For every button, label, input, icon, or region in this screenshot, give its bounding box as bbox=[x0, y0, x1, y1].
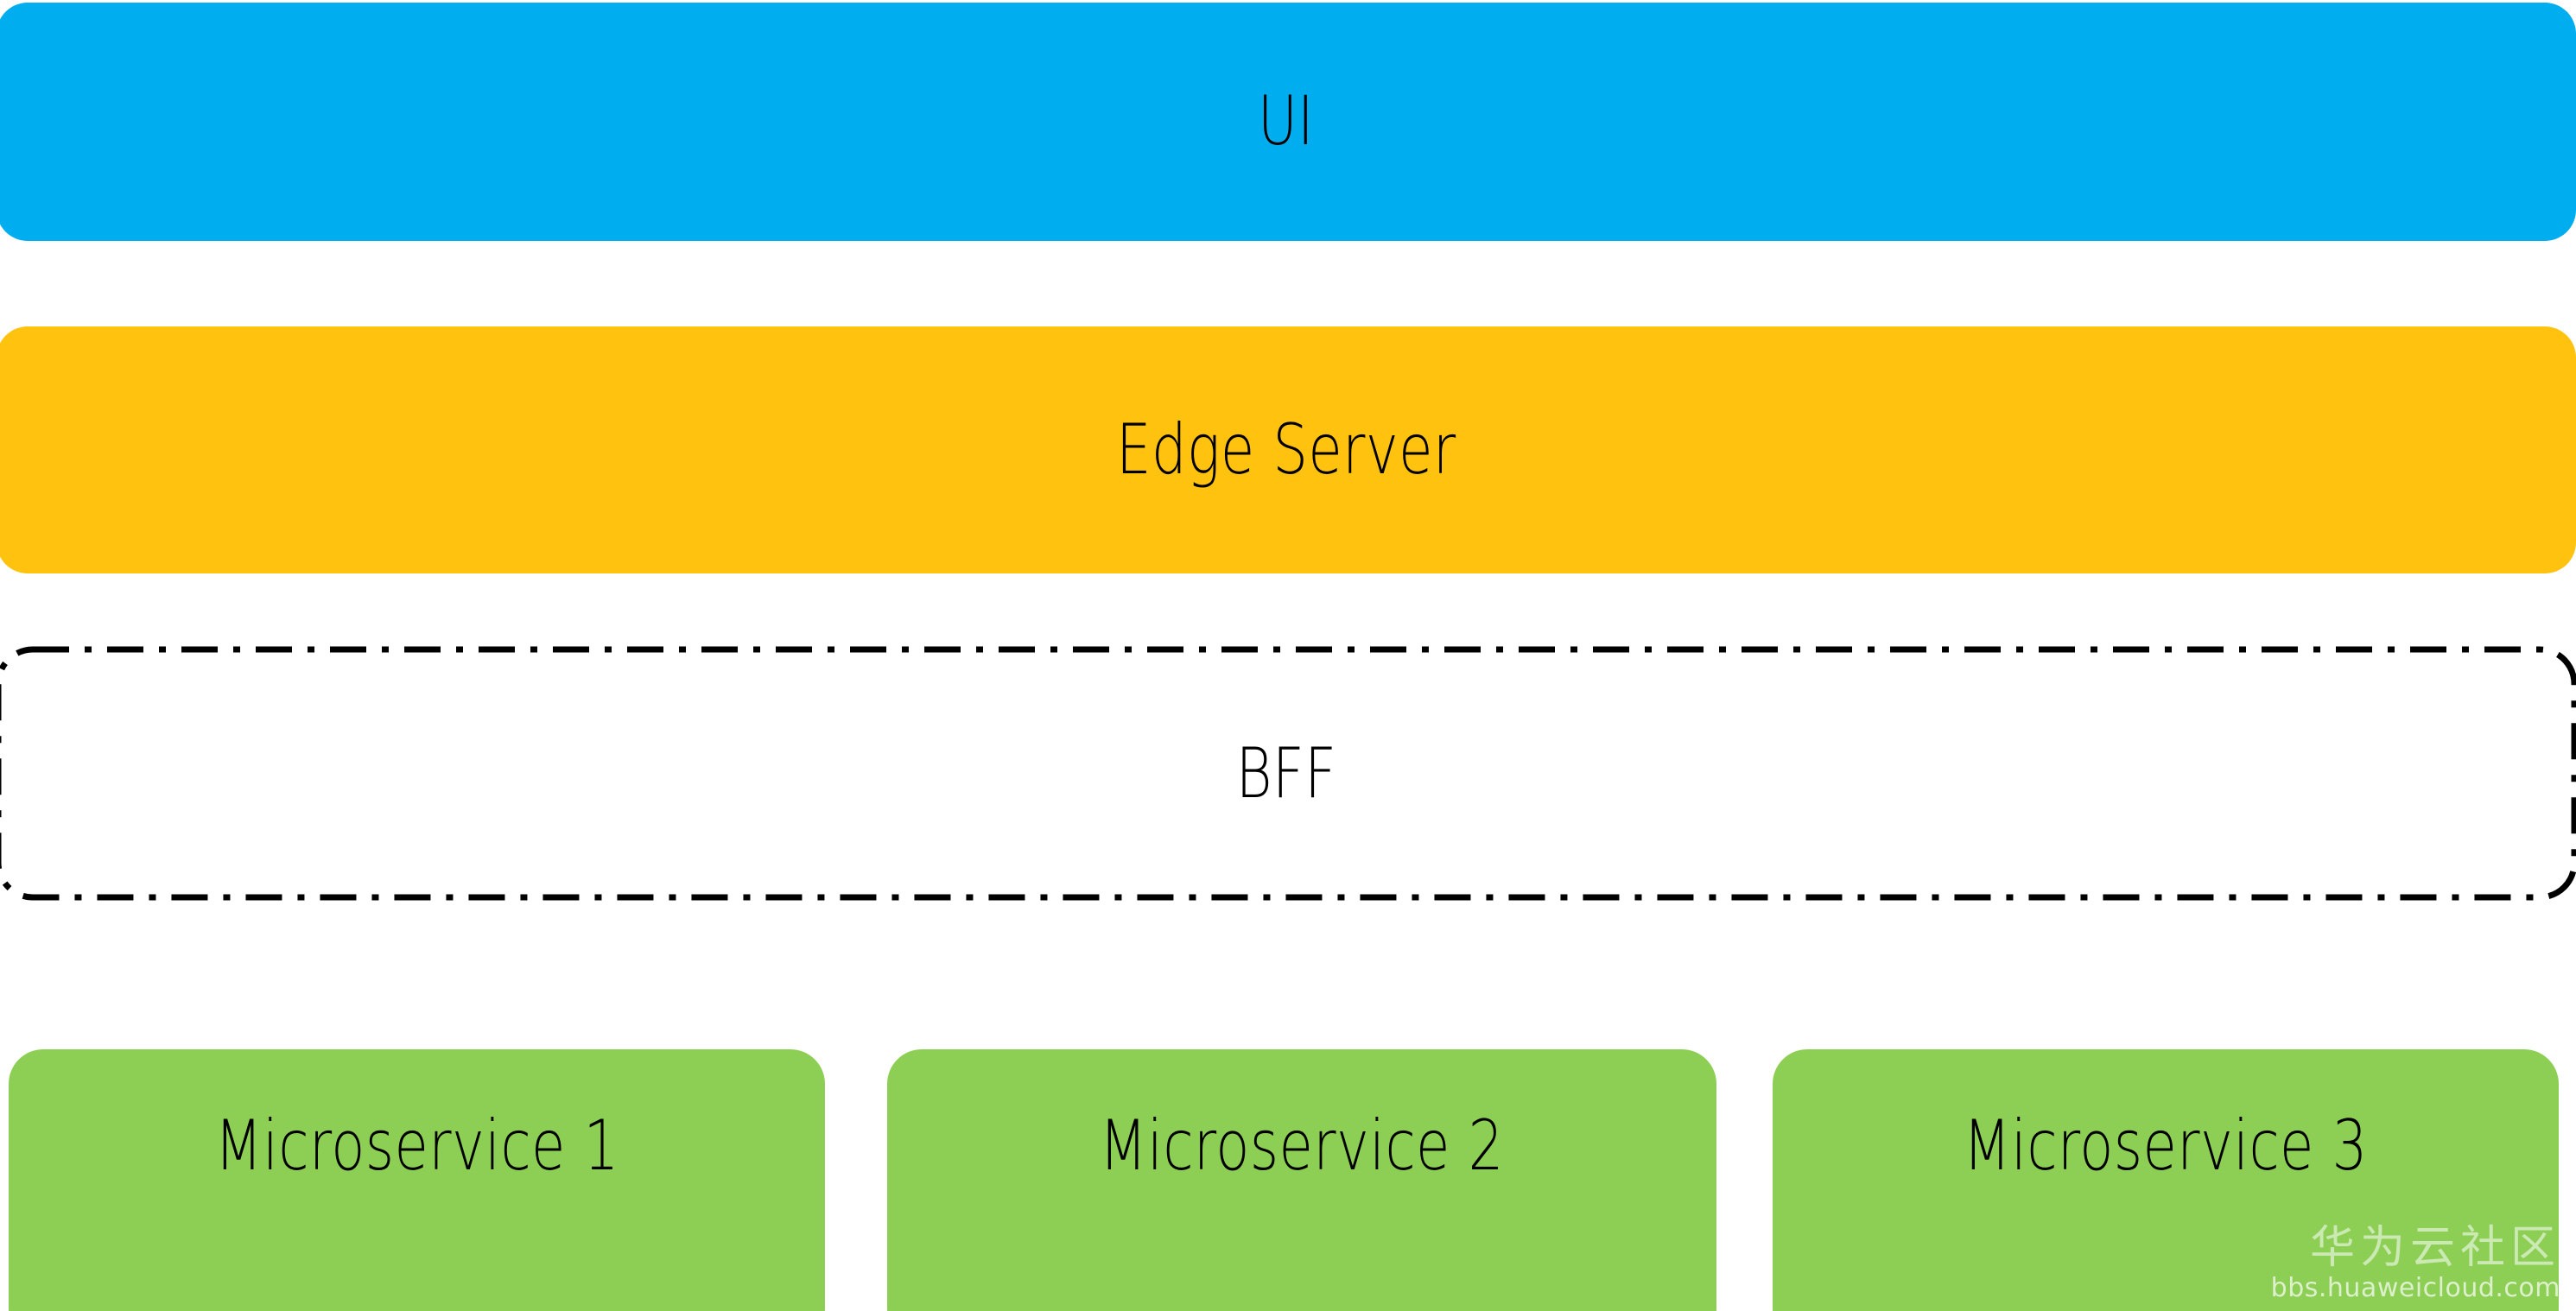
microservice-box-2: Microservice 2 bbox=[887, 1049, 1716, 1311]
microservice-label-1: Microservice 1 bbox=[214, 1105, 619, 1186]
microservice-box-1: Microservice 1 bbox=[9, 1049, 825, 1311]
edge-server-layer-label: Edge Server bbox=[1116, 409, 1456, 490]
microservice-row: Microservice 1 Microservice 2 Microservi… bbox=[0, 1049, 2576, 1311]
microservice-box-3: Microservice 3 bbox=[1773, 1049, 2559, 1311]
bff-layer-box: BFF bbox=[0, 646, 2576, 901]
microservice-label-3: Microservice 3 bbox=[1963, 1105, 2369, 1186]
microservice-label-2: Microservice 2 bbox=[1099, 1105, 1505, 1186]
ui-layer-label: UI bbox=[1258, 83, 1315, 161]
bff-layer-label: BFF bbox=[1235, 732, 1337, 814]
ui-layer-box: UI bbox=[0, 3, 2576, 241]
edge-server-layer-box: Edge Server bbox=[0, 326, 2576, 573]
